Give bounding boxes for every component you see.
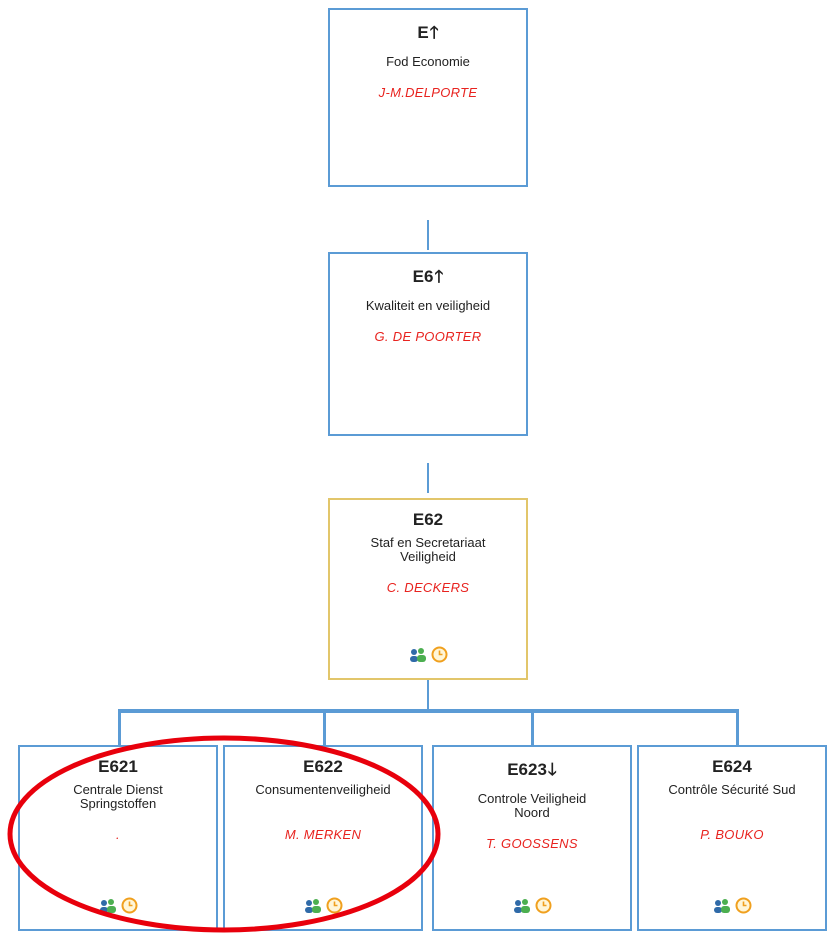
node-code: E621	[98, 757, 138, 776]
node-person: G. DE POORTER	[374, 329, 482, 344]
connector-bus-e622	[323, 709, 326, 745]
node-person: T. GOOSSENS	[486, 836, 578, 851]
down-arrow-icon[interactable]: 🡓	[547, 760, 557, 779]
people-icon[interactable]	[712, 898, 731, 914]
node-code: E6🡑	[412, 267, 444, 286]
node-person: P. BOUKO	[700, 827, 764, 842]
people-icon[interactable]	[303, 898, 322, 914]
clock-icon[interactable]	[735, 897, 752, 914]
up-arrow-icon[interactable]: 🡑	[434, 267, 444, 286]
clock-icon[interactable]	[326, 897, 343, 914]
node-code: E622	[303, 757, 343, 776]
connector-e-e6	[427, 220, 429, 250]
node-code: E623🡓	[507, 760, 557, 779]
people-icon[interactable]	[408, 647, 427, 663]
connector-bus-e623	[531, 709, 534, 745]
node-actions	[20, 897, 216, 919]
node-person: M. MERKEN	[284, 827, 362, 842]
people-icon[interactable]	[512, 898, 531, 914]
node-actions	[330, 646, 526, 668]
clock-icon[interactable]	[535, 897, 552, 914]
connector-bus-e624	[736, 709, 739, 745]
org-node-e[interactable]: E🡑 Fod Economie J-M.DELPORTE	[328, 8, 528, 187]
node-code: E🡑	[417, 23, 439, 42]
node-person: J-M.DELPORTE	[378, 85, 478, 100]
people-icon[interactable]	[98, 898, 117, 914]
node-name: Consumentenveiligheid	[255, 782, 391, 797]
node-name: Fod Economie	[386, 54, 470, 69]
connector-e62-bus	[427, 680, 429, 712]
org-node-e624[interactable]: E624 Contrôle Sécurité Sud P. BOUKO	[637, 745, 827, 931]
clock-icon[interactable]	[431, 646, 448, 663]
node-name: Kwaliteit en veiligheid	[365, 298, 491, 313]
node-code: E624	[712, 757, 752, 776]
org-node-e6[interactable]: E6🡑 Kwaliteit en veiligheid G. DE POORTE…	[328, 252, 528, 436]
node-code: E62	[412, 510, 444, 529]
up-arrow-icon[interactable]: 🡑	[429, 23, 439, 42]
connector-e6-e62	[427, 463, 429, 493]
node-person: C. DECKERS	[386, 580, 470, 595]
connector-bus-e621	[118, 709, 121, 745]
node-actions	[639, 897, 825, 919]
connector-bus	[118, 709, 738, 713]
node-actions	[434, 897, 630, 919]
clock-icon[interactable]	[121, 897, 138, 914]
node-person: .	[116, 827, 120, 842]
org-node-e622[interactable]: E622 Consumentenveiligheid M. MERKEN	[223, 745, 423, 931]
node-name: Contrôle Sécurité Sud	[668, 782, 796, 797]
node-actions	[225, 897, 421, 919]
